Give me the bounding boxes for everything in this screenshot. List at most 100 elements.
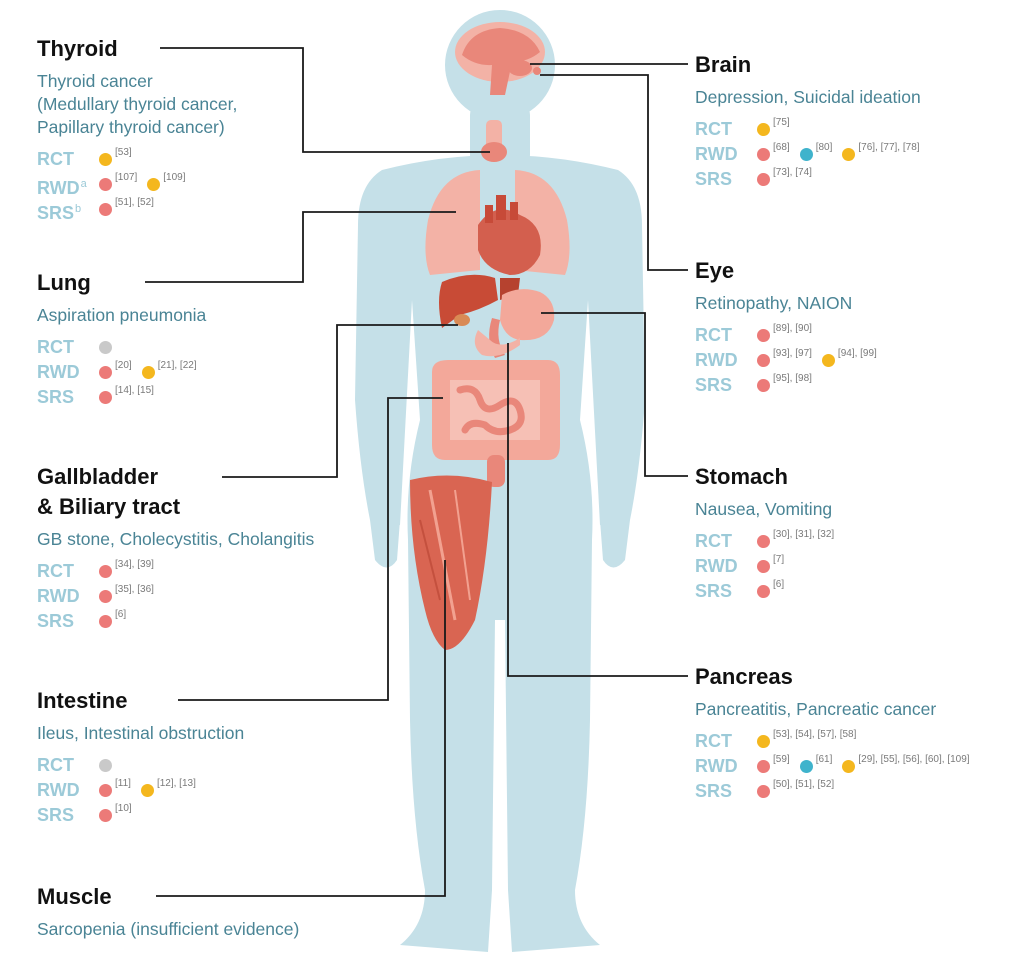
evidence-dot-gray	[99, 341, 112, 354]
reference-citation: [53]	[115, 147, 132, 158]
reference-citation: [93], [97]	[773, 348, 812, 359]
evidence-dot-yellow	[140, 784, 154, 797]
evidence-marks: [50], [51], [52]	[757, 779, 844, 798]
evidence-row-rct: RCT [53]	[37, 147, 237, 172]
thigh-muscle-icon	[410, 475, 492, 650]
evidence-label-text: RWD	[37, 362, 80, 382]
evidence-label: RCT	[695, 730, 732, 752]
reference-citation: [29], [55], [56], [60], [109]	[858, 754, 970, 765]
evidence-dot-red	[757, 379, 770, 392]
organ-title-brain: Brain	[695, 50, 921, 80]
reference-citation: [76], [77], [78]	[858, 142, 920, 153]
evidence-row-srs: SRS [6]	[37, 609, 314, 634]
intestine-icon	[432, 360, 560, 487]
evidence-label-text: RWD	[695, 350, 738, 370]
organ-title-line: & Biliary tract	[37, 494, 181, 519]
evidence-label: SRSb	[37, 198, 81, 224]
evidence-label-text: RCT	[37, 561, 74, 581]
evidence-label: RWD	[37, 585, 80, 607]
reference-citation: [107]	[115, 172, 138, 183]
evidence-label: RCT	[37, 148, 74, 170]
organ-title-muscle: Muscle	[37, 882, 299, 912]
organ-description-gallbladder: GB stone, Cholecystitis, Cholangitis	[37, 528, 314, 551]
reference-citation: [10]	[115, 803, 132, 814]
evidence-marks: [30], [31], [32]	[757, 529, 844, 548]
organ-description-pancreas: Pancreatitis, Pancreatic cancer	[695, 698, 936, 721]
evidence-marks: [75]	[757, 117, 800, 136]
organ-title-line: Thyroid	[37, 36, 118, 61]
organ-description-intestine: Ileus, Intestinal obstruction	[37, 722, 244, 745]
evidence-label-text: RWD	[695, 756, 738, 776]
evidence-dot-red	[99, 784, 112, 797]
evidence-table-gallbladder: RCT[34], [39]RWD[35], [36]SRS[6]	[37, 559, 314, 634]
connector-lung	[145, 211, 456, 283]
reference-citation: [12], [13]	[156, 778, 196, 789]
connector-thyroid	[160, 47, 490, 153]
evidence-label-text: RCT	[695, 531, 732, 551]
evidence-footnote-marker: b	[75, 203, 82, 215]
organ-description-muscle: Sarcopenia (insufficient evidence)	[37, 918, 299, 941]
evidence-dot-red	[99, 203, 112, 216]
evidence-dot-blue	[799, 148, 813, 161]
evidence-label-text: SRS	[37, 387, 75, 407]
evidence-label: SRS	[695, 168, 732, 190]
organ-description-stomach: Nausea, Vomiting	[695, 498, 832, 521]
evidence-row-rwd: RWD[68][80][76], [77], [78]	[695, 142, 921, 167]
reference-citation: [7]	[773, 554, 785, 565]
evidence-label: RCT	[695, 530, 732, 552]
evidence-label: RWD	[695, 143, 738, 165]
organ-description-brain: Depression, Suicidal ideation	[695, 86, 921, 109]
organ-title-eye: Eye	[695, 256, 852, 286]
evidence-row-rwd: RWD[35], [36]	[37, 584, 314, 609]
evidence-marks: [93], [97][94], [99]	[757, 348, 887, 367]
evidence-row-srs: SRS[10]	[37, 803, 244, 828]
connector-lines	[145, 47, 688, 897]
evidence-marks: [14], [15]	[99, 385, 164, 404]
evidence-row-srs: SRSb[51], [52]	[37, 197, 237, 224]
description-line: (Medullary thyroid cancer,	[37, 94, 238, 114]
connector-stomach	[541, 312, 688, 477]
evidence-dot-red	[757, 585, 770, 598]
evidence-label-text: RCT	[37, 149, 74, 169]
connector-eye	[540, 74, 688, 271]
evidence-marks: [73], [74]	[757, 167, 822, 186]
evidence-label: RWD	[37, 779, 80, 801]
evidence-label-text: RCT	[37, 755, 74, 775]
evidence-dot-red	[757, 329, 770, 342]
evidence-label: SRS	[695, 780, 732, 802]
evidence-table-thyroid: RCT[53]RWDa[107][109]SRSb[51], [52]	[37, 147, 237, 224]
evidence-label-text: SRS	[37, 611, 75, 631]
evidence-label-text: RCT	[695, 119, 732, 139]
evidence-row-rct: RCT	[37, 335, 206, 360]
evidence-marks: [89], [90]	[757, 323, 822, 342]
description-line: GB stone, Cholecystitis, Cholangitis	[37, 529, 315, 549]
reference-citation: [6]	[773, 579, 785, 590]
thyroid-icon	[481, 120, 507, 162]
evidence-dot-red	[757, 535, 770, 548]
reference-citation: [68]	[773, 142, 790, 153]
reference-citation: [50], [51], [52]	[773, 779, 835, 790]
evidence-dot-yellow	[821, 354, 835, 367]
evidence-label-text: SRS	[695, 169, 733, 189]
evidence-marks: [20][21], [22]	[99, 360, 207, 379]
connector-gallbladder	[222, 324, 458, 478]
reference-citation: [59]	[773, 754, 790, 765]
heart-icon	[478, 195, 541, 275]
evidence-dot-yellow	[842, 148, 856, 161]
organ-title-thyroid: Thyroid	[37, 34, 237, 64]
evidence-label-text: RWD	[37, 178, 80, 198]
reference-citation: [53], [54], [57], [58]	[773, 729, 857, 740]
connector-muscle	[156, 560, 446, 897]
evidence-label: RWD	[695, 349, 738, 371]
evidence-dot-red	[99, 565, 112, 578]
evidence-row-rwd: RWD [20][21], [22]	[37, 360, 206, 385]
reference-citation: [6]	[115, 609, 127, 620]
evidence-marks: [6]	[99, 609, 136, 628]
description-line: Papillary thyroid cancer)	[37, 117, 225, 137]
